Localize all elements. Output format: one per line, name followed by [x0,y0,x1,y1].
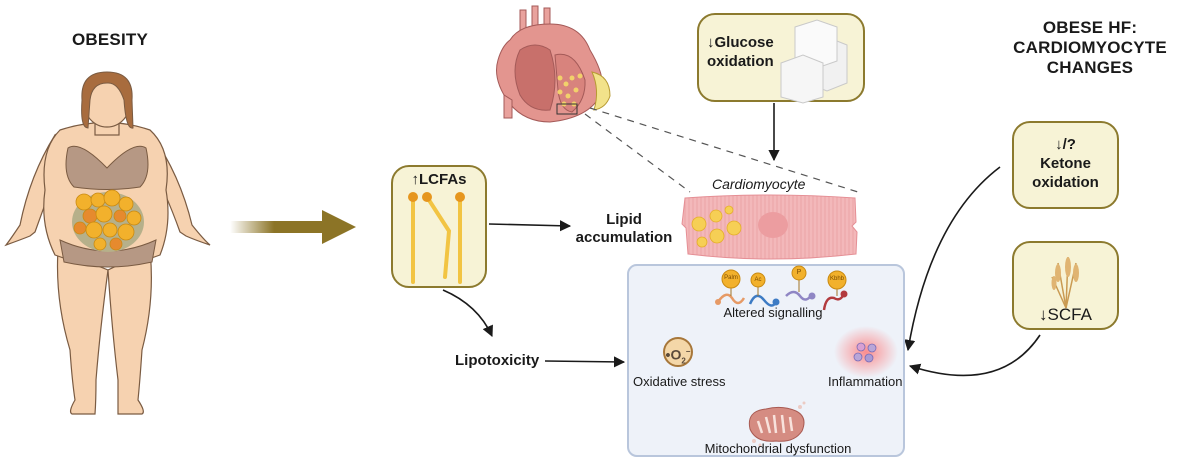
scfa-box: ↓SCFA [1012,241,1119,330]
lcfa-to-lipid-arrow [488,220,572,232]
radical-dot: • [665,346,671,363]
kbhb-modification [827,270,847,290]
ketone-box: ↓/? Ketone oxidation [1012,121,1119,209]
lcfa-to-lipotoxicity-arrow [442,289,493,338]
lipotoxicity-label: Lipotoxicity [455,352,540,369]
scfa-to-panel-arrow [908,334,1041,377]
palm-modification [721,269,741,289]
mitochondria-icon [748,401,806,447]
obesity-title: OBESITY [71,30,149,49]
glucose-box: ↓Glucose oxidation [697,13,865,104]
inflammation-icon [834,326,898,378]
wheat-icon [1051,256,1079,309]
scfa-text: SCFA [1047,305,1092,324]
zoom-line-left [584,113,691,193]
lcfa-text: LCFAs [418,171,467,188]
cardiomyocyte-label: Cardiomyocyte [712,176,806,192]
ketone-text: Ketone [1040,155,1091,172]
palm-label: Palm [724,275,738,281]
glucose-oxidation-text: oxidation [707,53,774,70]
up-arrow-icon: ↑ [411,171,419,188]
lcfa-box: ↑LCFAs [391,165,487,288]
obese-hf-title-line1: OBESE HF: [1042,18,1138,37]
inflammation-label: Inflammation [828,374,903,389]
p-label: P [796,269,802,276]
p-modification [791,265,807,281]
zoom-line-right [589,107,859,193]
oxidative-stress-label: Oxidative stress [633,374,726,389]
lipid-text: Lipid [606,211,642,228]
fatty-acid-chains-icon [408,192,465,284]
ketone-label: ↓/? Ketone oxidation [1014,135,1117,192]
scfa-label: ↓SCFA [1014,305,1117,325]
ketone-to-panel-arrow [904,166,1001,352]
ac-label: Ac [754,277,762,283]
ketone-oxidation-text: oxidation [1032,174,1099,191]
lcfa-label: ↑LCFAs [393,171,485,188]
lipotoxicity-to-panel-arrow [544,356,626,368]
glucose-text: Glucose [714,34,774,51]
lipid-accumulation-label: Lipid accumulation [574,211,674,247]
sugar-cubes-icon [780,19,848,104]
mitochondrial-dysfunction-label: Mitochondrial dysfunction [704,441,852,456]
obese-hf-title-line2: CARDIOMYOCYTE CHANGES [1013,38,1167,77]
accumulation-text: accumulation [575,229,673,246]
ptm-modifications-icon [715,265,848,311]
glucose-label: ↓Glucose oxidation [707,33,774,71]
ac-modification [750,272,766,288]
oxygen-charge: − [685,347,691,356]
down-arrow-icon: ↓ [1039,305,1048,324]
heart-illustration [496,5,611,123]
oxygen-symbol: O [670,346,682,363]
down-arrow-icon: ↓ [707,34,715,51]
obese-hf-title: OBESE HF: CARDIOMYOCYTE CHANGES [990,18,1190,78]
ketone-arrow: ↓/? [1055,136,1076,153]
oxygen-subscript: 2 [681,356,686,366]
obese-person-illustration [4,71,211,415]
cardiomyocyte-illustration [681,194,858,260]
altered-signalling-label: Altered signalling [723,305,823,320]
superoxide-icon: •O2− [663,337,693,367]
kbhb-label: Kbhb [829,276,844,282]
